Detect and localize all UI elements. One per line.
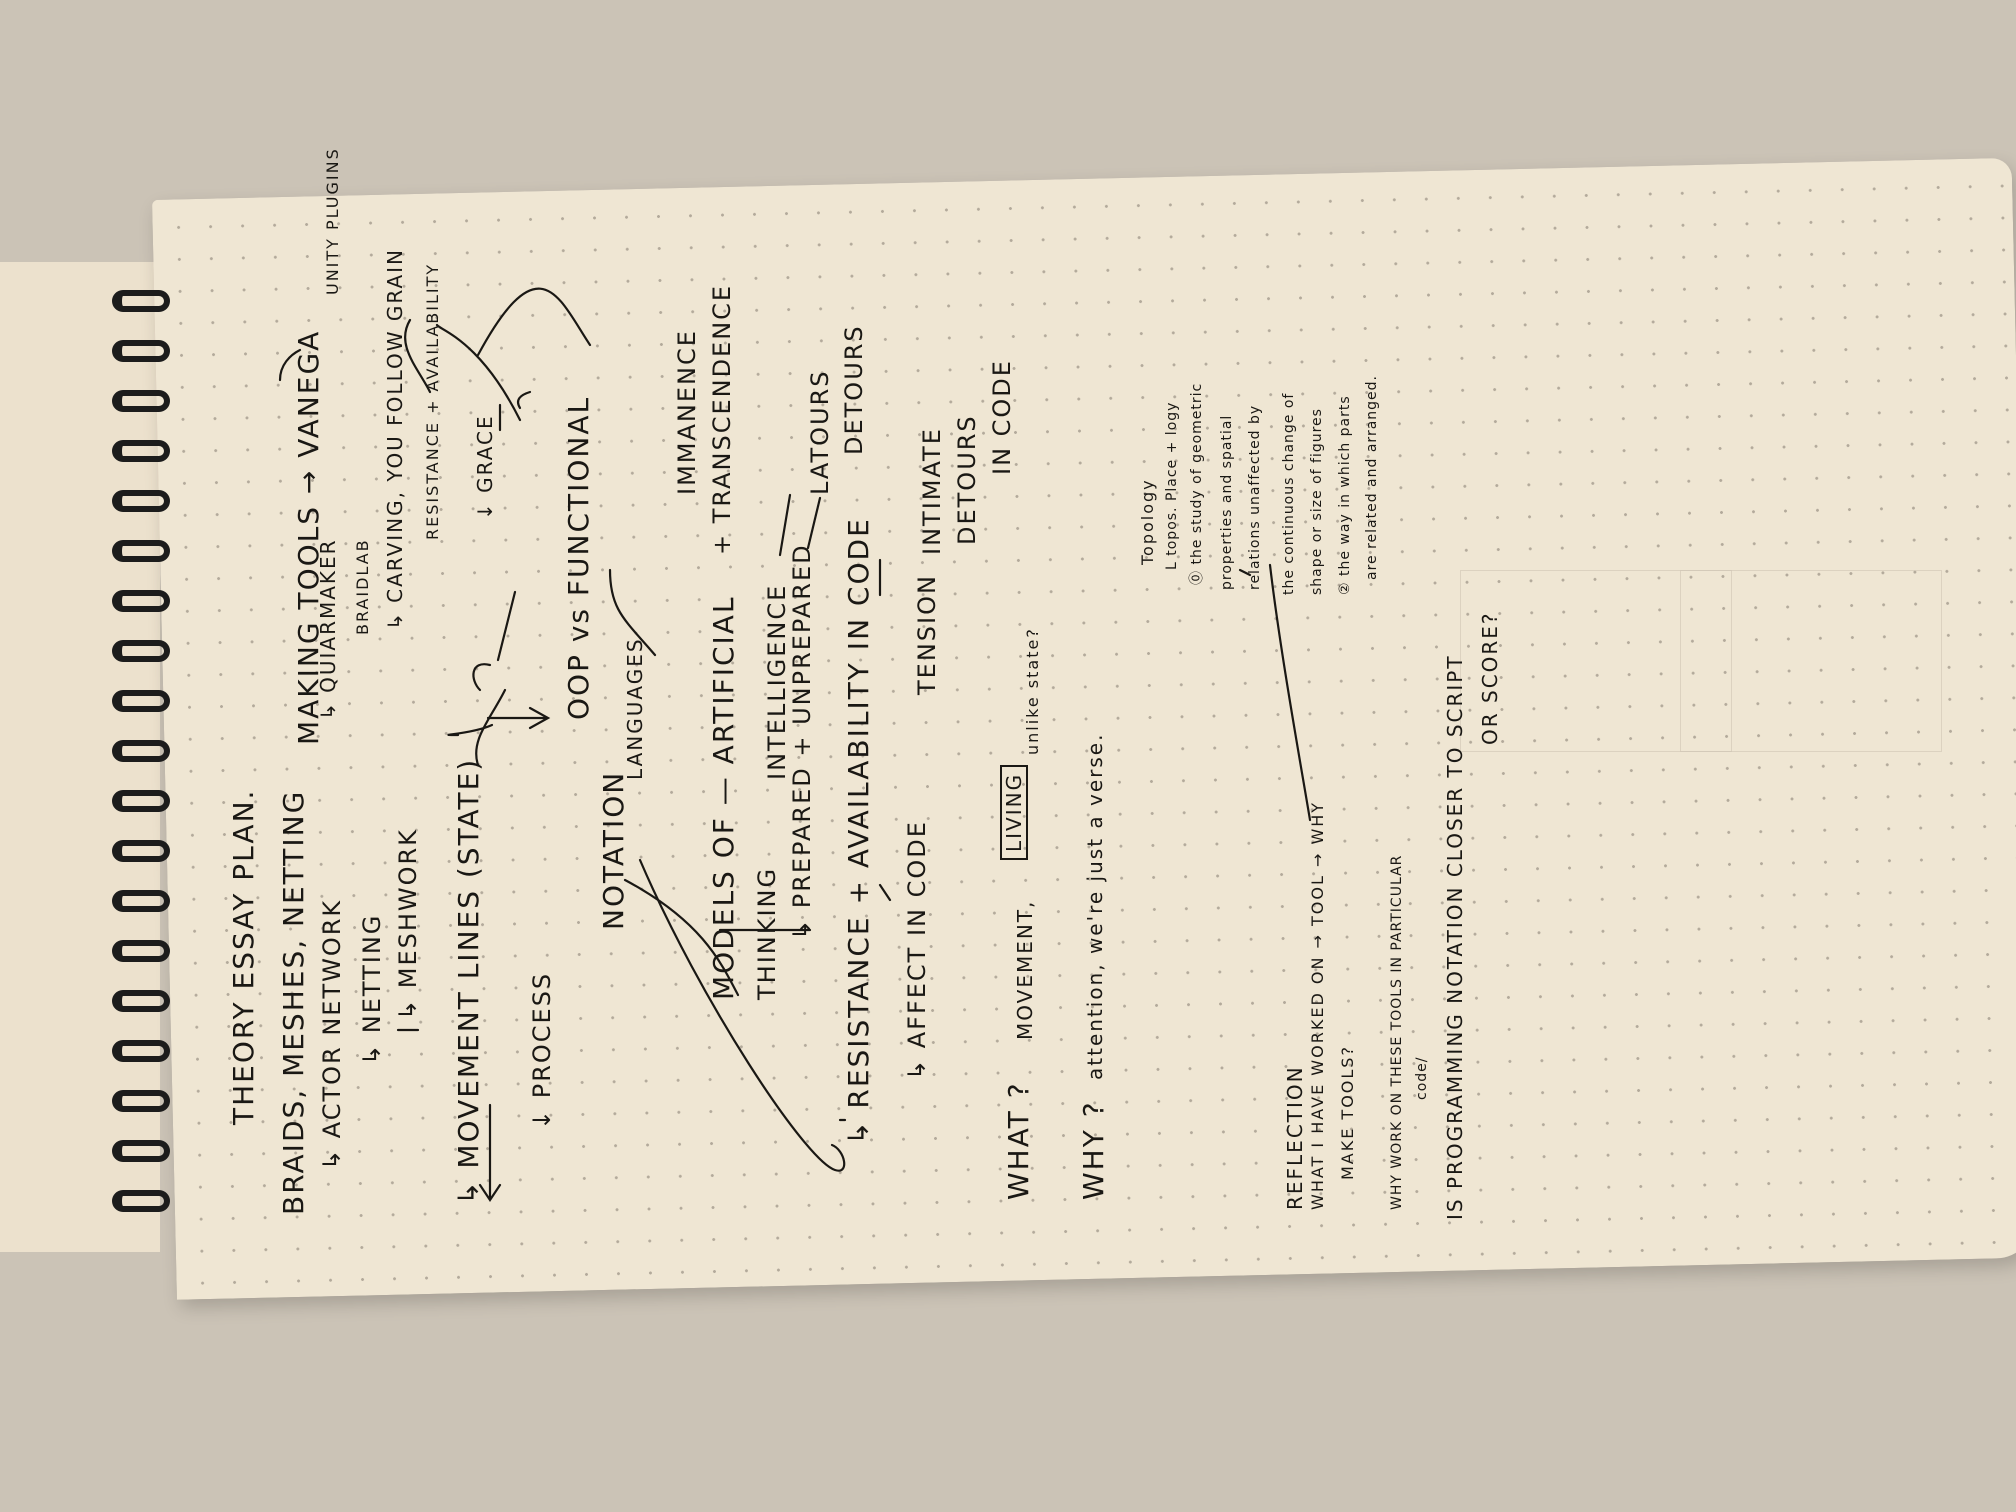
note-tension: TENSION <box>913 574 941 695</box>
coil-ring <box>112 690 170 712</box>
note-resistance: ↳ RESISTANCE + AVAILABILITY IN CODE <box>842 517 875 1145</box>
note-prepared: ↳ PREPARED + UNPREPARED <box>788 543 816 940</box>
note-intelligence: INTELLIGENCE <box>763 583 791 780</box>
note-carving: ↳ CARVING, YOU FOLLOW GRAIN <box>383 248 407 630</box>
note-title: THEORY ESSAY PLAN. <box>227 788 260 1125</box>
note-topology-def-6: ② the way in which parts <box>1337 395 1353 595</box>
note-what: WHAT ? <box>1002 1081 1035 1200</box>
note-resistance-availability: RESISTANCE + AVAILABILITY <box>423 262 442 540</box>
note-movement: MOVEMENT, <box>1013 899 1037 1040</box>
note-unity-plugins: UNITY PLUGINS <box>323 147 342 295</box>
note-transcendence: + TRANSCENDENCE <box>708 283 736 555</box>
note-models-of: MODELS OF — ARTIFICIAL <box>707 595 740 1000</box>
coil-ring <box>112 940 170 962</box>
note-actor-network: ↳ ACTOR NETWORK <box>318 898 346 1170</box>
note-why: WHY ? <box>1077 1100 1110 1200</box>
coil-ring <box>112 1090 170 1112</box>
note-process: ↓ PROCESS <box>528 971 556 1130</box>
coil-ring <box>112 440 170 462</box>
coil-ring <box>112 540 170 562</box>
coil-ring <box>112 1040 170 1062</box>
coil-ring <box>112 640 170 662</box>
note-or-score: OR SCORE? <box>1478 611 1502 745</box>
coil-ring <box>112 890 170 912</box>
note-movement-lines: ↳ MOVEMENT LINES (STATE) <box>452 757 485 1205</box>
note-languages: LANGUAGES <box>623 637 647 780</box>
note-what-i-have: WHAT I HAVE WORKED ON → TOOL → WHY <box>1308 800 1327 1210</box>
note-notation: NOTATION <box>597 770 630 930</box>
coil-ring <box>112 490 170 512</box>
note-intimate: INTIMATE <box>918 427 946 555</box>
coil-ring <box>112 1190 170 1212</box>
note-topology-def-2: properties and spatial <box>1219 414 1235 590</box>
coil-ring <box>112 340 170 362</box>
note-in-code: IN CODE <box>988 359 1016 475</box>
note-grace: ↓ GRACE <box>473 414 497 520</box>
note-immanence: IMMANENCE <box>673 329 701 495</box>
note-topology: Topology <box>1138 478 1157 565</box>
note-living: LIVING <box>1000 764 1028 860</box>
note-reflection: REFLECTION <box>1283 1065 1307 1210</box>
spiral-binding <box>112 290 182 1240</box>
note-attention: attention, we're just a verse. <box>1083 732 1107 1080</box>
note-braidlab: BRAIDLAB <box>353 538 372 635</box>
coil-ring <box>112 1140 170 1162</box>
note-topology-def-7: are related and arranged. <box>1364 375 1380 580</box>
note-braids: BRAIDS, MESHES, NETTING <box>277 789 310 1215</box>
note-unlike-state: unlike state? <box>1023 627 1042 755</box>
note-quiarmaker: ↳ QUIARMAKER <box>316 538 340 720</box>
faint-sketch <box>1460 570 1732 752</box>
coil-ring <box>112 290 170 312</box>
coil-ring <box>112 590 170 612</box>
note-netting: ↳ NETTING <box>358 913 386 1065</box>
note-make-tools: MAKE TOOLS? <box>1338 1045 1357 1180</box>
coil-ring <box>112 390 170 412</box>
note-code: code/ <box>1414 1056 1430 1100</box>
coil-ring <box>112 790 170 812</box>
coil-ring <box>112 740 170 762</box>
note-detours: DETOURS <box>840 324 868 455</box>
note-oop-functional: OOP vs FUNCTIONAL <box>562 395 595 720</box>
note-topology-def-3: relations unaffected by <box>1247 404 1263 590</box>
note-detours-2: DETOURS <box>953 414 981 545</box>
coil-ring <box>112 990 170 1012</box>
note-topology-def-4: the continuous change of <box>1281 392 1297 595</box>
note-affect: ↳ AFFECT IN CODE <box>903 820 931 1080</box>
note-topology-def-1: ⓪ the study of geometric <box>1189 382 1205 585</box>
coil-ring <box>112 840 170 862</box>
note-topology-def-5: shape or size of figures <box>1309 408 1325 595</box>
faint-sketch <box>1680 570 1942 752</box>
note-topos: L topos. Place + logy <box>1164 401 1180 570</box>
note-why-work: WHY WORK ON THESE TOOLS IN PARTICULAR <box>1389 854 1405 1210</box>
note-thinking: THINKING <box>753 866 781 1000</box>
note-is-programming: IS PROGRAMMING NOTATION CLOSER TO SCRIPT <box>1443 654 1467 1220</box>
note-meshwork: ↳ MESHWORK <box>394 828 422 1020</box>
note-latours: LATOURS <box>806 369 834 495</box>
